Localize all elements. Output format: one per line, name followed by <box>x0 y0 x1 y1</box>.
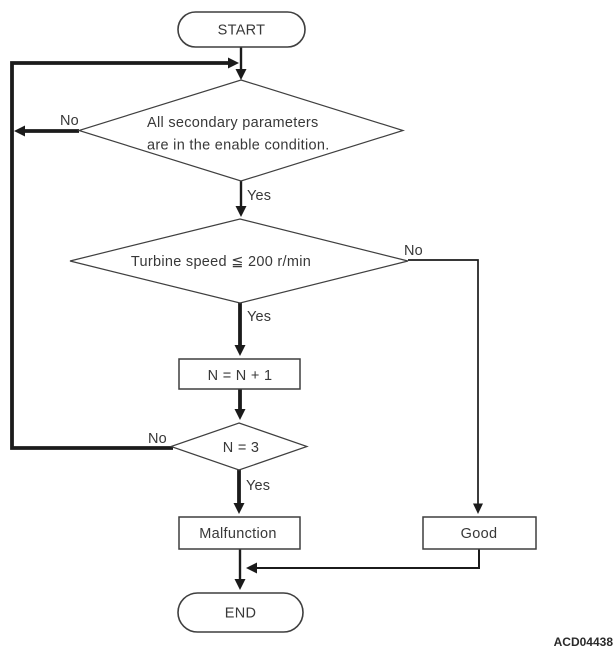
n-check-label: N = 3 <box>223 440 260 456</box>
start-label: START <box>218 23 266 39</box>
edge-feedback-loop <box>10 61 229 450</box>
arrowhead-into-ncheck <box>234 409 246 420</box>
secondary-params-label-line2: are in the enable condition. <box>147 138 330 154</box>
edge-good-merge <box>256 549 480 569</box>
label-turbine-yes: Yes <box>247 309 271 325</box>
malfunction-label: Malfunction <box>199 526 276 542</box>
end-label: END <box>225 606 257 622</box>
label-secondary-yes: Yes <box>247 188 271 204</box>
label-ncheck-no: No <box>148 431 167 447</box>
secondary-params-label-line1: All secondary parameters <box>147 115 319 131</box>
process-malfunction <box>178 516 301 550</box>
label-secondary-no: No <box>60 113 79 129</box>
increment-label: N = N + 1 <box>208 368 273 384</box>
arrowhead-into-malfunction <box>233 503 245 514</box>
decision-n-check <box>169 422 309 471</box>
arrowhead-feedback-into-startline <box>228 57 239 69</box>
arrowhead-into-good <box>473 503 483 514</box>
good-label: Good <box>461 526 498 542</box>
label-turbine-no: No <box>404 243 423 259</box>
arrowhead-good-merge <box>246 562 257 574</box>
arrowhead-into-turbine <box>235 206 247 217</box>
process-increment <box>178 358 301 390</box>
decision-turbine-speed <box>69 218 409 304</box>
end-node <box>177 592 304 633</box>
process-good <box>422 516 537 550</box>
figure-code: ACD04438 <box>554 635 614 649</box>
label-ncheck-yes: Yes <box>246 478 270 494</box>
edge-turbine-no <box>408 259 479 505</box>
arrowhead-into-increment <box>234 345 246 356</box>
turbine-speed-label: Turbine speed ≦ 200 r/min <box>131 254 311 270</box>
arrowhead-into-secondary <box>235 69 247 80</box>
arrowhead-into-end <box>234 579 246 590</box>
decision-secondary-params <box>76 79 406 182</box>
start-node <box>177 11 306 48</box>
arrowhead-secondary-no <box>14 125 25 137</box>
